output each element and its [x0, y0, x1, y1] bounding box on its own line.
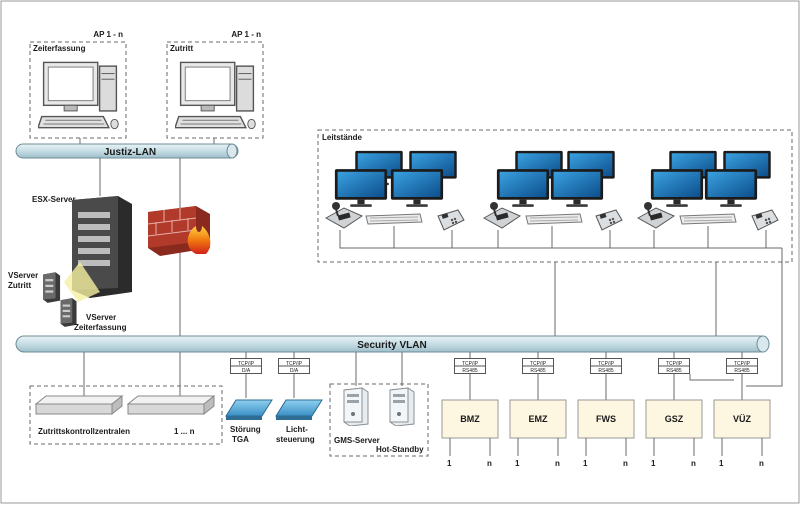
- server-icon: [343, 387, 369, 426]
- firewall-icon: [147, 206, 211, 256]
- leitstand-3: [637, 150, 779, 231]
- monitor-icon: [496, 169, 550, 207]
- zutritt-group: Zutrittskontrollzentralen 1 ... n: [29, 352, 223, 445]
- subsystem-fws: TCP/IP RS485 FWS 1 n: [577, 352, 635, 468]
- svg-text:Licht-: Licht-: [286, 425, 308, 434]
- svg-text:steuerung: steuerung: [276, 435, 315, 444]
- gms-server-label: GMS-Server: [334, 436, 380, 445]
- svg-text:TCP/IP: TCP/IP: [238, 361, 255, 367]
- hot-standby-label: Hot-Standby: [376, 445, 424, 454]
- svg-text:RS485: RS485: [666, 368, 682, 374]
- subsystem-name: FWS: [596, 414, 616, 424]
- svg-text:1: 1: [583, 459, 588, 468]
- subsystem-box: [713, 399, 771, 439]
- vserver-zutritt-label: VServer Zutritt: [8, 271, 40, 290]
- computer-icon: [175, 61, 256, 130]
- zutritt-count: 1 ... n: [174, 427, 195, 436]
- subsystem-name: EMZ: [529, 414, 549, 424]
- server-icon: [389, 387, 415, 426]
- esx-server-rack-icon: [72, 196, 132, 298]
- svg-text:TCP/IP: TCP/IP: [286, 361, 303, 367]
- svg-text:n: n: [623, 459, 628, 468]
- svg-text:TCP/IP: TCP/IP: [530, 361, 547, 367]
- subsystem-box: [577, 399, 635, 439]
- bus-justiz-lan: Justiz-LAN: [15, 143, 239, 159]
- bus-label: Security VLAN: [357, 340, 426, 351]
- controller-icon: [126, 394, 216, 416]
- svg-text:1: 1: [515, 459, 520, 468]
- phone-icon: [595, 209, 623, 231]
- phone-icon: [437, 209, 465, 231]
- switch-lichtsteuerung: TCP/IP D/A Licht- steuerung: [275, 352, 323, 444]
- svg-text:n: n: [691, 459, 696, 468]
- switch-icon: [225, 399, 273, 417]
- svg-text:RS485: RS485: [530, 368, 546, 374]
- bus-label: Justiz-LAN: [104, 147, 156, 158]
- svg-text:TCP/IP: TCP/IP: [666, 361, 683, 367]
- svg-text:D/A: D/A: [290, 368, 299, 374]
- subsystem-name: GSZ: [665, 414, 684, 424]
- virtualization-beam: [64, 262, 100, 302]
- subsystem-box: [441, 399, 499, 439]
- controller-icon: [34, 394, 124, 416]
- svg-text:1: 1: [719, 459, 724, 468]
- svg-text:n: n: [487, 459, 492, 468]
- svg-text:n: n: [555, 459, 560, 468]
- leitstaende-group: Leitstände: [317, 129, 793, 263]
- esx-server-label: ESX-Server: [32, 195, 76, 204]
- workstation-ap: AP 1 - n: [231, 30, 261, 39]
- svg-text:TCP/IP: TCP/IP: [462, 361, 479, 367]
- workstation-zeiterfassung: Zeiterfassung AP 1 - n: [29, 30, 127, 139]
- svg-text:n: n: [759, 459, 764, 468]
- leitstand-2: [483, 150, 623, 231]
- leitstand-1: [325, 150, 465, 231]
- zutritt-label: Zutrittskontrollzentralen: [38, 427, 130, 436]
- bus-security-vlan: Security VLAN: [15, 335, 770, 353]
- computer-icon: [38, 61, 119, 130]
- switch-icon: [275, 399, 323, 417]
- vserver-zeiterfassung-label: VServer Zeiterfassung: [74, 313, 127, 332]
- subsystem-box: [645, 399, 703, 439]
- monitor-icon: [334, 169, 388, 207]
- vserver-zutritt-icon: [43, 272, 61, 303]
- monitor-icon: [390, 169, 444, 207]
- subsystem-name: VÜZ: [733, 414, 752, 424]
- workstation-zutritt: Zutritt AP 1 - n: [166, 30, 264, 139]
- subsystem-name: BMZ: [460, 414, 480, 424]
- leitstaende-label: Leitstände: [322, 133, 363, 142]
- monitor-icon: [650, 169, 704, 207]
- workstation-label: Zeiterfassung: [33, 44, 86, 53]
- subsystem-box: [509, 399, 567, 439]
- workstation-ap: AP 1 - n: [93, 30, 123, 39]
- svg-text:TCP/IP: TCP/IP: [598, 361, 615, 367]
- workstation-label: Zutritt: [170, 44, 193, 53]
- svg-text:RS485: RS485: [734, 368, 750, 374]
- svg-text:RS485: RS485: [598, 368, 614, 374]
- subsystem-emz: TCP/IP RS485 EMZ 1 n: [509, 352, 567, 468]
- keyboard-icon: [679, 213, 737, 225]
- svg-text:Störung: Störung: [230, 425, 261, 434]
- subsystem-bmz: TCP/IP RS485 BMZ 1 n: [441, 352, 499, 468]
- switch-stoerung-tga: TCP/IP D/A Störung TGA: [225, 352, 273, 444]
- svg-text:D/A: D/A: [242, 368, 251, 374]
- phone-icon: [751, 209, 779, 231]
- svg-text:TCP/IP: TCP/IP: [734, 361, 751, 367]
- svg-text:TGA: TGA: [232, 435, 249, 444]
- monitor-icon: [550, 169, 604, 207]
- svg-text:1: 1: [447, 459, 452, 468]
- monitor-icon: [704, 169, 758, 207]
- svg-text:RS485: RS485: [462, 368, 478, 374]
- svg-text:1: 1: [651, 459, 656, 468]
- subsystem-gsz: TCP/IP RS485 GSZ 1 n: [645, 352, 703, 468]
- gms-server-group: GMS-Server Hot-Standby: [329, 352, 429, 457]
- keyboard-icon: [365, 213, 423, 225]
- subsystem-vuez: TCP/IP RS485 VÜZ 1 n: [713, 352, 771, 468]
- keyboard-icon: [525, 213, 583, 225]
